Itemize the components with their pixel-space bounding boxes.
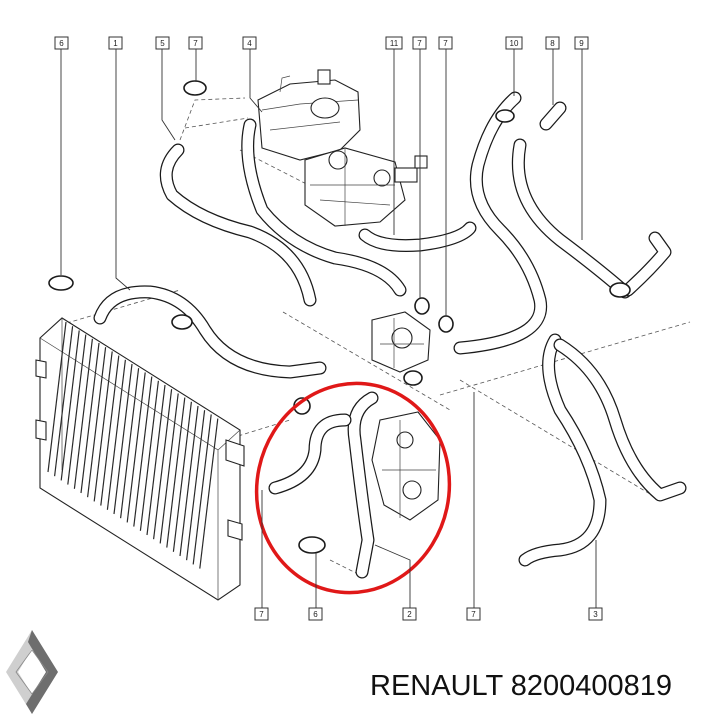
highlight-ring — [254, 381, 452, 595]
callout-c9: 9 — [574, 36, 589, 50]
leader-lines — [60, 49, 597, 608]
callout-box — [308, 607, 323, 621]
callout-number: 9 — [579, 39, 584, 48]
radiator-fin — [153, 389, 173, 540]
callout-number: 1 — [113, 39, 118, 48]
callout-c7e: 7 — [466, 607, 481, 621]
callout-box — [412, 36, 427, 50]
callout-c7d: 7 — [254, 607, 269, 621]
radiator-fin — [186, 410, 206, 561]
callout-c1: 1 — [108, 36, 123, 50]
radiator-fin — [172, 401, 192, 552]
callout-box — [242, 36, 257, 50]
radiator-fin — [192, 414, 212, 565]
callout-c2: 2 — [402, 607, 417, 621]
callout-number: 3 — [593, 610, 598, 619]
callout-number: 2 — [407, 610, 412, 619]
radiator-fin — [159, 393, 179, 544]
radiator-fin — [120, 368, 140, 519]
engine-housing — [304, 147, 428, 227]
callout-box — [385, 36, 403, 50]
radiator-fin — [93, 351, 113, 502]
callout-number: 4 — [247, 39, 252, 48]
expansion-tank — [257, 69, 361, 161]
callout-number: 6 — [313, 610, 318, 619]
renault-diamond-logo-icon — [6, 630, 58, 714]
callout-box — [574, 36, 589, 50]
radiator-fin — [60, 330, 80, 481]
callout-c7a: 7 — [188, 36, 203, 50]
callout-box — [155, 36, 170, 50]
radiator-fin — [166, 397, 186, 548]
callout-number: 6 — [59, 39, 64, 48]
radiator-fin — [146, 384, 166, 536]
callout-c7c: 7 — [438, 36, 453, 50]
radiator-fin — [80, 342, 100, 494]
radiator-fin — [126, 372, 146, 523]
callout-c6b: 6 — [308, 607, 323, 621]
radiator-fin — [106, 359, 126, 510]
callout-box — [588, 607, 603, 621]
callout-number: 7 — [259, 610, 264, 619]
radiator-fin — [54, 326, 74, 477]
callout-box — [402, 607, 417, 621]
callout-box — [438, 36, 453, 50]
radiator-fin — [87, 347, 107, 498]
radiator-fin — [199, 418, 219, 569]
callout-number: 5 — [160, 39, 165, 48]
callout-number: 11 — [390, 39, 399, 48]
callout-c11: 11 — [385, 36, 403, 50]
callout-number: 7 — [443, 39, 448, 48]
radiator-fin — [100, 355, 120, 506]
callout-box — [108, 36, 123, 50]
part-caption: RENAULT 8200400819 — [370, 664, 690, 708]
callout-box — [545, 36, 560, 50]
radiator-fin — [67, 334, 87, 485]
hoses — [93, 91, 687, 579]
callout-labels: 6 1 5 7 4 11 7 7 10 8 9 7 6 2 7 3 — [54, 36, 603, 621]
radiator-fin — [133, 376, 153, 527]
callout-box — [466, 607, 481, 621]
callout-c10: 10 — [505, 36, 523, 50]
radiator-fin — [179, 405, 199, 557]
callout-number: 8 — [550, 39, 555, 48]
callout-number: 7 — [471, 610, 476, 619]
hose-clamps — [48, 80, 631, 554]
callout-box — [254, 607, 269, 621]
callout-box — [54, 36, 69, 50]
callout-number: 10 — [510, 39, 519, 48]
callout-c5: 5 — [155, 36, 170, 50]
radiator — [35, 317, 245, 601]
callout-c7b: 7 — [412, 36, 427, 50]
callout-c8: 8 — [545, 36, 560, 50]
thermostat-block — [371, 311, 431, 373]
callout-number: 7 — [417, 39, 422, 48]
brand-name: RENAULT — [370, 670, 503, 702]
callout-c3: 3 — [588, 607, 603, 621]
callout-box — [188, 36, 203, 50]
radiator-fin — [113, 363, 133, 515]
radiator-fin — [47, 321, 67, 473]
callout-box — [505, 36, 523, 50]
callout-c6a: 6 — [54, 36, 69, 50]
water-pump-housing — [371, 411, 441, 521]
callout-c4: 4 — [242, 36, 257, 50]
part-number: 8200400819 — [510, 670, 673, 702]
radiator-fin — [73, 338, 93, 489]
callout-number: 7 — [193, 39, 198, 48]
radiator-fin — [139, 380, 159, 531]
